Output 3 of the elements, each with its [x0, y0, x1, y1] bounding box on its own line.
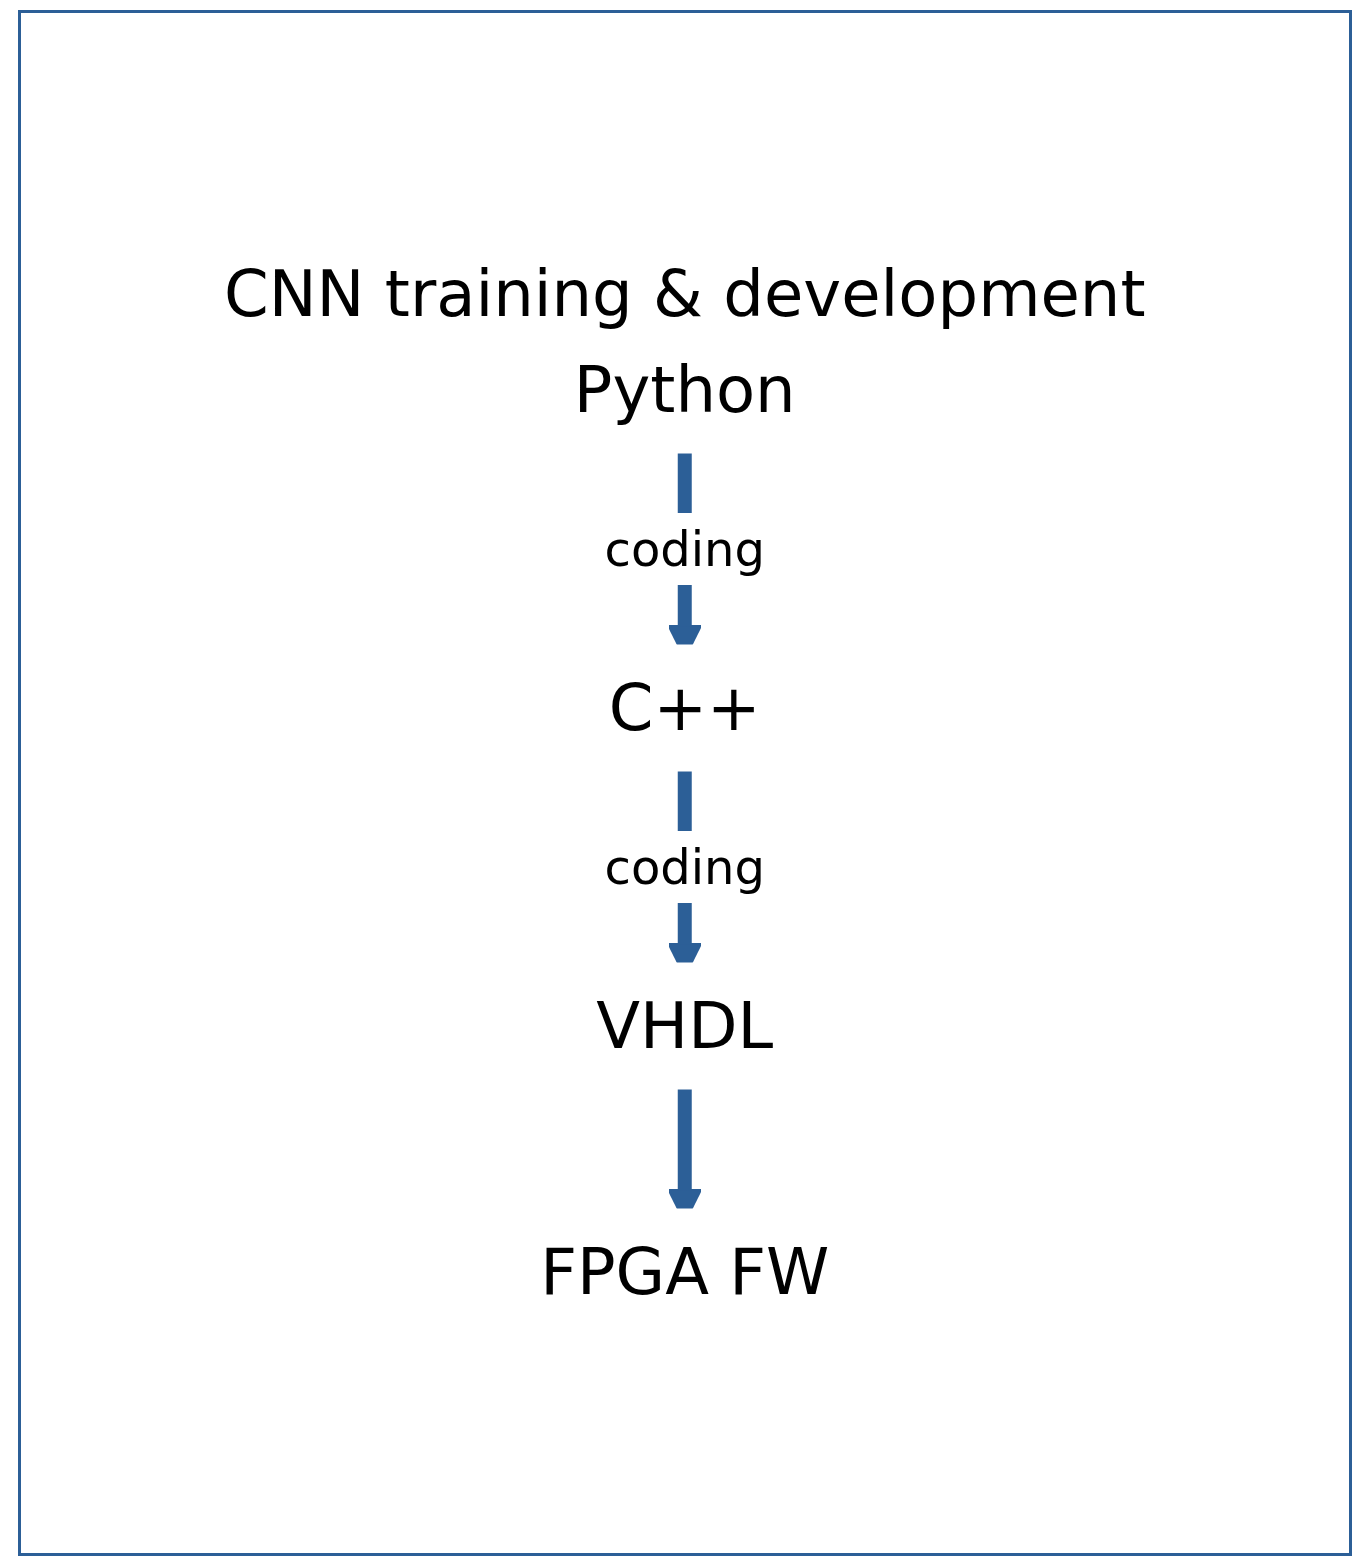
node-text: CNN training & development Python — [224, 257, 1146, 427]
edge-label: coding — [604, 839, 766, 895]
edge-label: coding — [604, 521, 766, 577]
